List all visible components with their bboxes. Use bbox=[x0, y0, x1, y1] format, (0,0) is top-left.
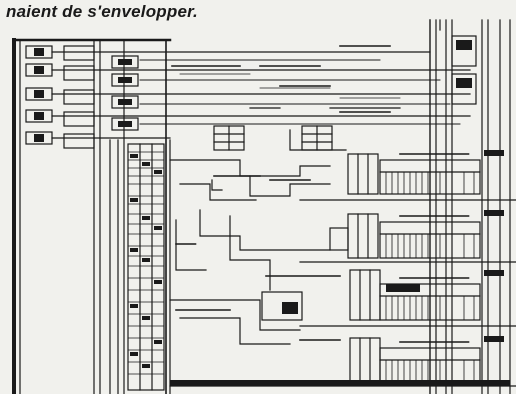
cabinet-row-3 bbox=[261, 269, 481, 321]
terminal-ladder bbox=[127, 143, 165, 391]
cabinet-row-4 bbox=[349, 337, 481, 383]
cabinet-row-2 bbox=[329, 213, 481, 259]
cabinet-row-1 bbox=[347, 153, 481, 195]
caption-text: naient de s'envelopper. bbox=[6, 2, 198, 21]
